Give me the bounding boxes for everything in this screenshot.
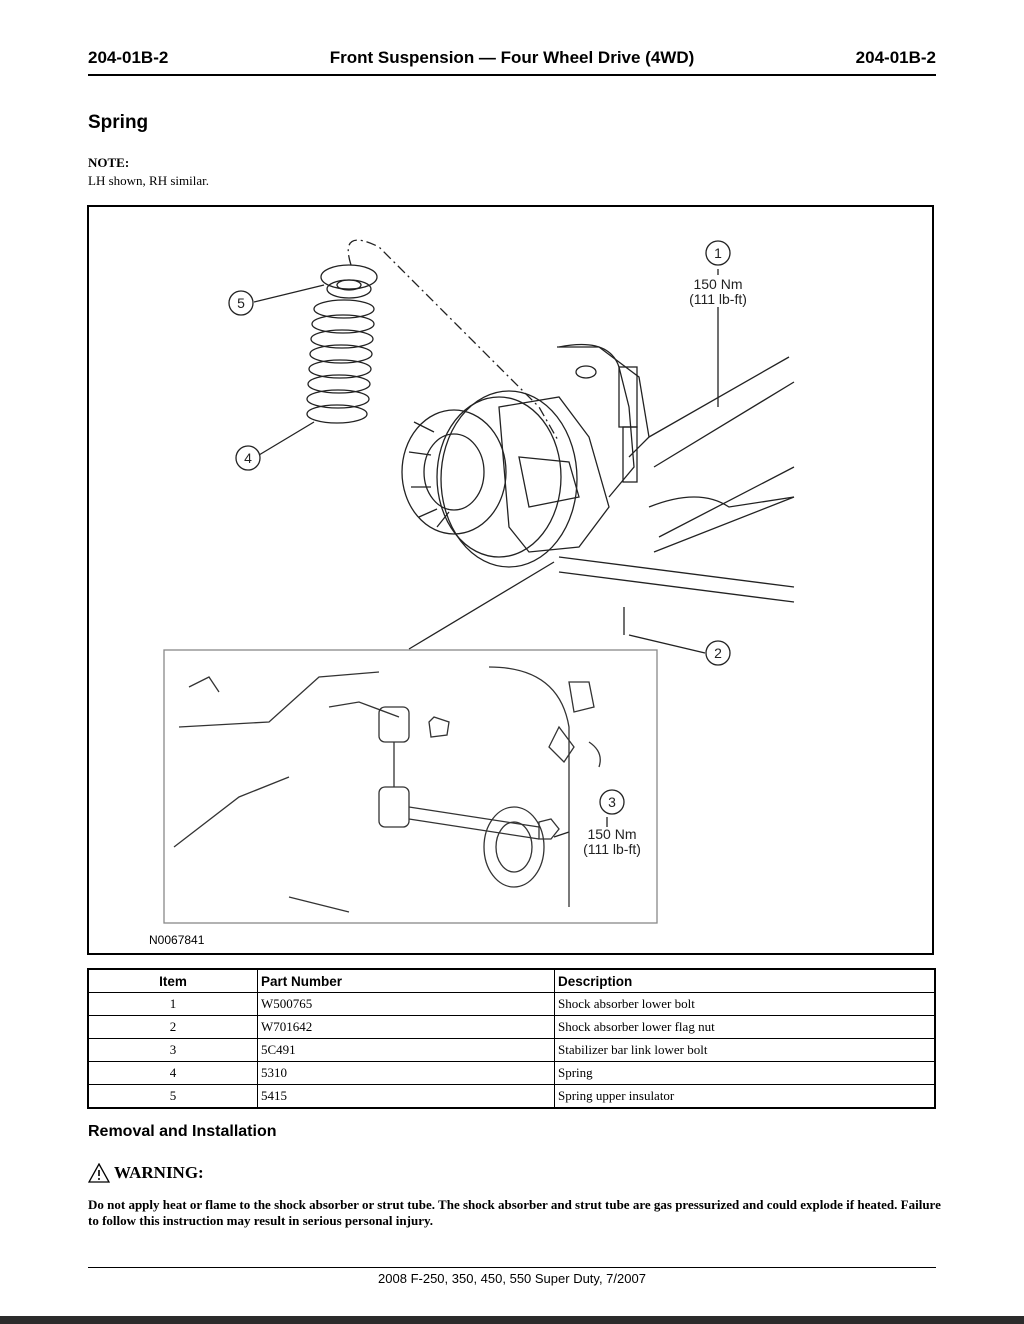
warning-text: Do not apply heat or flame to the shock … [88,1197,941,1228]
row-item: 2 [87,1015,258,1039]
column-header-description: Description [554,968,936,993]
warning-label: WARNING: [114,1163,204,1182]
callout-2-number: 2 [714,645,722,661]
row-description: Shock absorber lower flag nut [554,1015,936,1039]
row-item: 1 [87,992,258,1016]
callout-4-number: 4 [244,450,252,466]
callout-1-number: 1 [714,245,722,261]
table-header-row: Item Part Number Description [87,968,936,993]
callout-3-torque-imperial: (111 lb-ft) [583,841,641,857]
table-row: 2 W701642 Shock absorber lower flag nut [87,1015,936,1039]
shock-absorber-shape [557,346,650,483]
row-part-number: W701642 [257,1015,555,1039]
coil-spring-shape [306,299,375,424]
row-description: Stabilizer bar link lower bolt [554,1038,936,1062]
callout-3-torque: 150 Nm [587,826,636,842]
section-title: Spring [88,112,149,133]
frame-rail-shape [558,356,795,603]
callout-circle-2 [705,640,731,666]
bottom-bar [0,1316,1024,1324]
column-header-item: Item [87,968,258,993]
row-part-number: W500765 [257,992,555,1016]
header-left-code: 204-01B-2 [88,48,169,67]
table-row: 3 5C491 Stabilizer bar link lower bolt [87,1038,936,1062]
row-item: 5 [87,1084,258,1109]
callout-1-torque: 150 Nm [693,276,742,292]
row-description: Shock absorber lower bolt [554,992,936,1016]
note-text: LH shown, RH similar. [88,173,209,188]
suspension-illustration: 5 4 1 2 3 150 Nm (111 lb-ft) 150 Nm (111… [87,205,934,955]
removal-installation-title: Removal and Installation [88,1123,277,1140]
row-item: 4 [87,1061,258,1085]
row-part-number: 5C491 [257,1038,555,1062]
note-label: NOTE: [88,155,130,170]
header-right-code: 204-01B-2 [855,48,936,67]
callout-circle-1 [705,240,731,266]
table-row: 5 5415 Spring upper insulator [87,1084,936,1109]
row-part-number: 5310 [257,1061,555,1085]
spring-insulator-shape [320,264,378,290]
warning-heading: WARNING: [88,1163,204,1183]
table-row: 4 5310 Spring [87,1061,936,1085]
row-description: Spring upper insulator [554,1084,936,1109]
page-footer: 2008 F-250, 350, 450, 550 Super Duty, 7/… [88,1267,936,1286]
callout-1-torque-imperial: (111 lb-ft) [689,291,747,307]
header-title: Front Suspension — Four Wheel Drive (4WD… [329,48,695,67]
wheel-hub-shape [401,390,578,568]
callout-circle-4 [235,445,261,471]
warning-triangle-icon [88,1163,110,1183]
callout-3-number: 3 [608,794,616,810]
row-description: Spring [554,1061,936,1085]
suspension-drawing: 5 4 1 2 3 150 Nm (111 lb-ft) 150 Nm (111… [163,239,795,924]
table-row: 1 W500765 Shock absorber lower bolt [87,992,936,1016]
callout-circle-3 [599,789,625,815]
row-part-number: 5415 [257,1084,555,1109]
stabilizer-link-detail [173,666,601,913]
callout-circle-5 [228,290,254,316]
callout-5-number: 5 [237,295,245,311]
page-header: Front Suspension — Four Wheel Drive (4WD… [88,46,936,76]
column-header-part-number: Part Number [257,968,555,993]
figure-id: N0067841 [149,933,205,947]
row-item: 3 [87,1038,258,1062]
parts-table: Item Part Number Description 1 W500765 S… [87,968,936,1109]
